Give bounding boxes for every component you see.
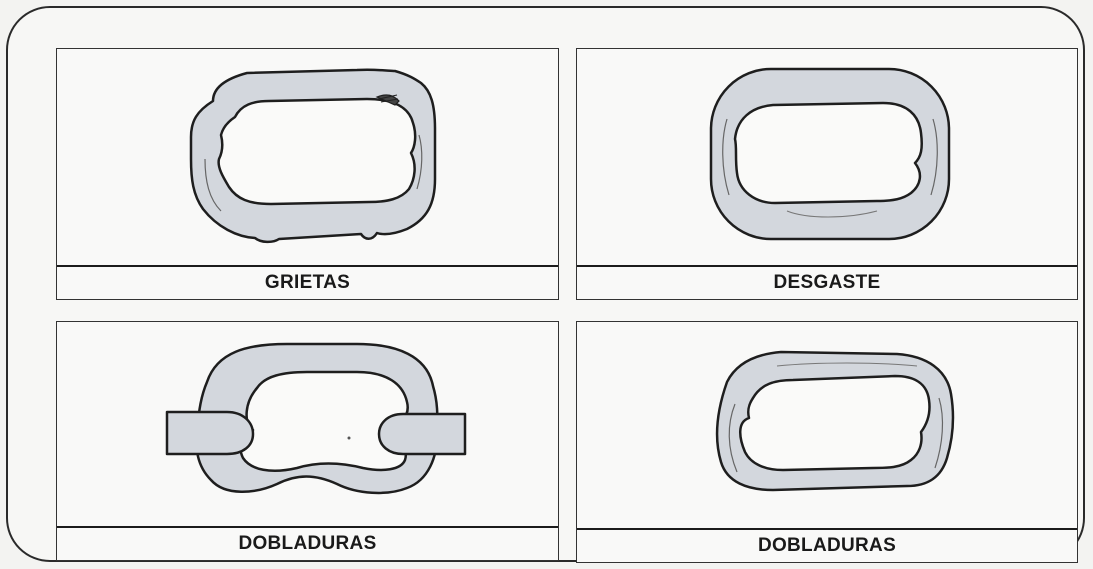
label-grietas: GRIETAS — [57, 265, 558, 299]
bent-link-with-connectors-icon — [165, 342, 467, 495]
label-desgaste: DESGASTE — [577, 265, 1077, 299]
diagram-frame: GRIETAS DESGASTE DOBLADURAS — [6, 6, 1085, 563]
worn-link-icon — [709, 67, 951, 241]
label-dobladuras-1: DOBLADURAS — [57, 526, 558, 560]
panel-dobladuras-2: DOBLADURAS — [576, 321, 1078, 563]
bent-link-icon — [715, 350, 955, 492]
panel-grietas: GRIETAS — [56, 48, 559, 300]
label-dobladuras-2: DOBLADURAS — [577, 528, 1077, 562]
panel-desgaste: DESGASTE — [576, 48, 1078, 300]
panel-dobladuras-1: DOBLADURAS — [56, 321, 559, 561]
cracked-link-icon — [189, 68, 437, 244]
